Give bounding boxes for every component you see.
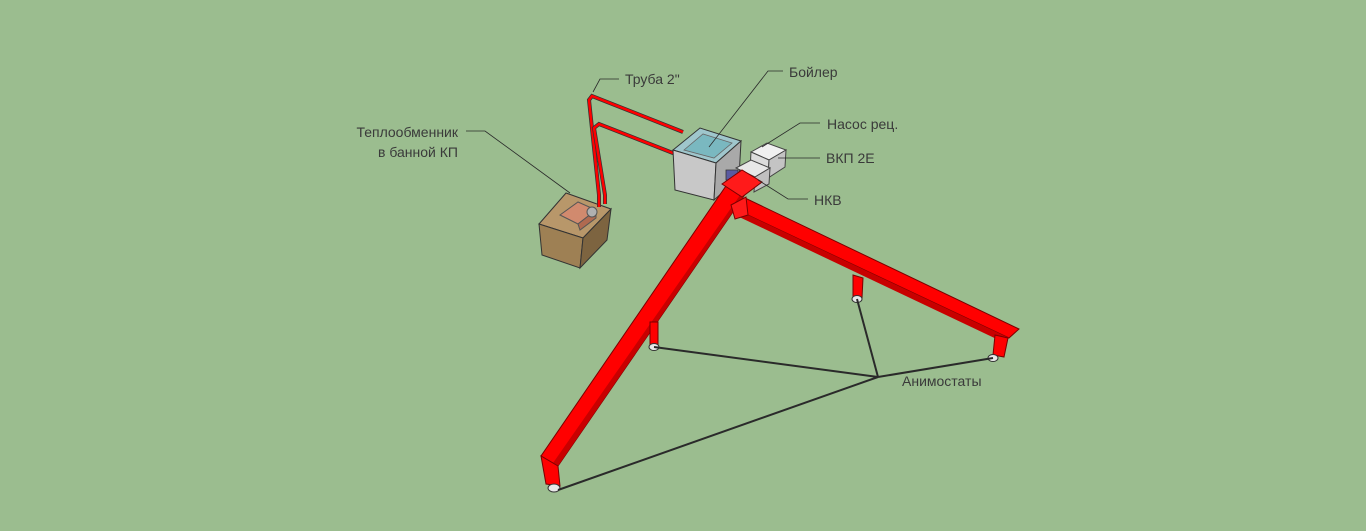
label-boiler: Бойлер	[789, 64, 838, 80]
labels: Теплообменник в банной КП Труба 2" Бойле…	[356, 64, 981, 389]
leader-lines	[466, 70, 994, 491]
leader-anemostat-4	[557, 376, 879, 491]
anemostat-4	[547, 483, 561, 493]
pump-unit	[725, 142, 788, 193]
label-heat-exchanger-line2: в банной КП	[378, 144, 458, 160]
leader-anemostat-2	[856, 298, 879, 378]
label-vkp: ВКП 2Е	[826, 150, 875, 166]
leader-anemostat-1	[653, 346, 879, 378]
label-nkv: НКВ	[814, 192, 842, 208]
label-heat-exchanger-line1: Теплообменник	[356, 124, 458, 140]
pipe-riser	[586, 93, 684, 207]
label-pipe: Труба 2"	[625, 71, 680, 87]
heat-exchanger	[538, 192, 612, 270]
leader-boiler	[708, 70, 783, 148]
leader-anemostat-3	[877, 357, 994, 378]
leader-nkv	[757, 179, 808, 200]
label-pump: Насос рец.	[827, 116, 898, 132]
leader-pump	[761, 122, 820, 148]
leader-pipe	[592, 78, 619, 93]
label-anemostats: Анимостаты	[902, 373, 982, 389]
leader-heat-exchanger	[466, 130, 571, 194]
main-ducts	[540, 169, 1020, 487]
